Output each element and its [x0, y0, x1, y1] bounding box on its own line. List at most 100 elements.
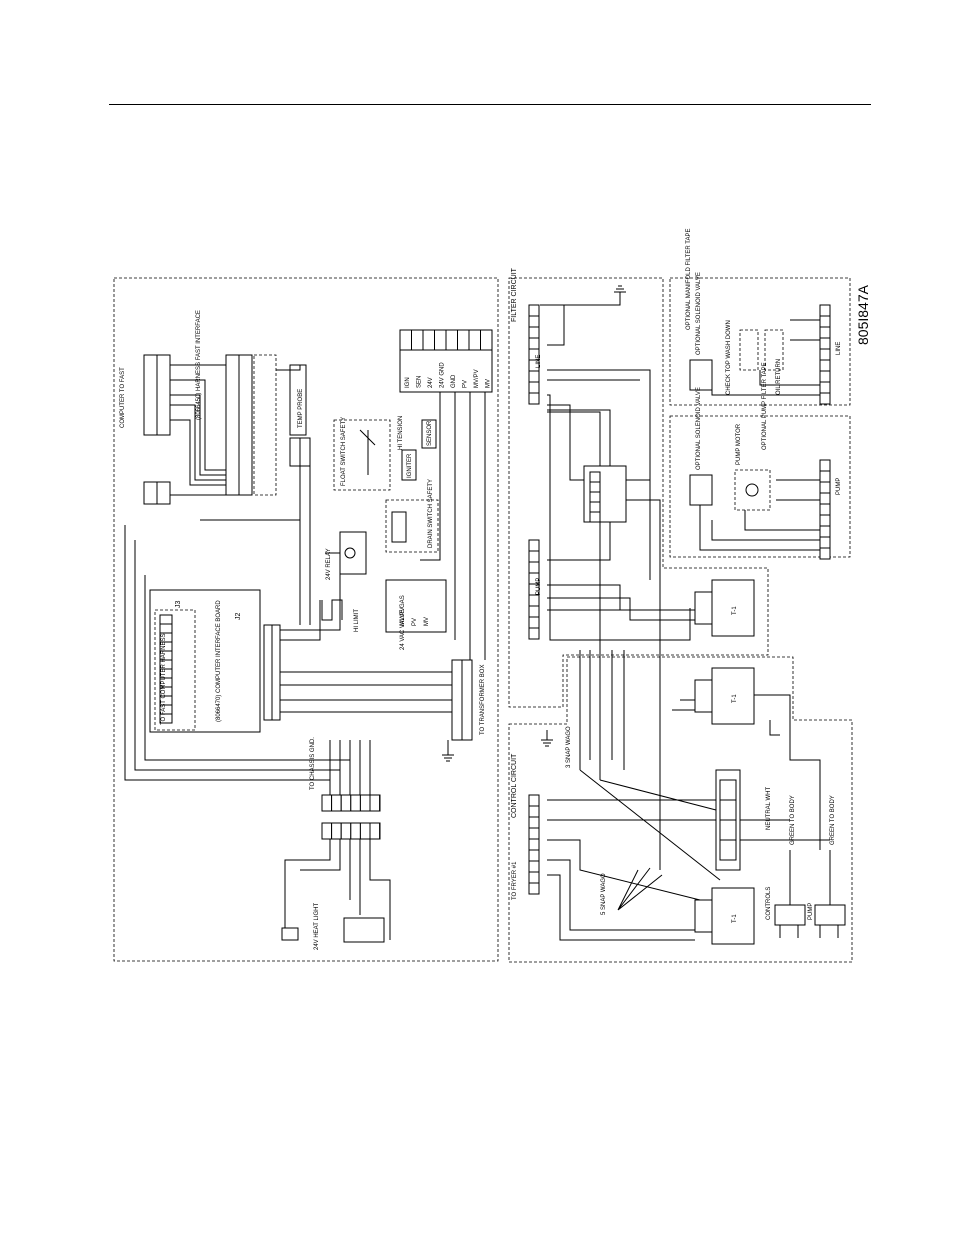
grn-ground: [442, 740, 454, 762]
ignition-terminal: [457, 329, 470, 351]
ignition-terminal-label: MV: [486, 379, 492, 388]
header-rule: [109, 104, 871, 105]
left-bus-wires: [124, 365, 486, 781]
gas-valve-box: [385, 579, 447, 633]
terminal-cell: [819, 525, 831, 538]
terminal-cell: [528, 315, 540, 328]
terminal-cell: [819, 304, 831, 317]
hi-limit-symbol: [321, 599, 343, 621]
controls-label: CONTROLS: [766, 887, 772, 920]
terminal-cell: [589, 481, 601, 493]
terminal-cell: [719, 779, 737, 801]
computer-to-fast-connector: [143, 354, 171, 505]
valve-terminal-label: PV: [412, 618, 418, 626]
terminal-cell: [359, 822, 371, 840]
terminal-cell: [528, 616, 540, 629]
temp-probe-label: TEMP PROBE: [298, 389, 304, 428]
terminal-cell: [819, 547, 831, 560]
terminal-cell: [819, 514, 831, 527]
terminal-cell: [340, 822, 352, 840]
terminal-cell: [819, 481, 831, 494]
chassis-wires: [284, 740, 391, 940]
option-pump-label: PUMP: [836, 478, 842, 495]
terminal-cell: [719, 819, 737, 841]
harness-wires: [170, 364, 226, 496]
drain-switch-contacts: [391, 511, 407, 543]
valve-terminals: MV/PV PV MV: [400, 607, 430, 626]
terminal-cell: [359, 794, 371, 812]
ignition-terminal: [399, 329, 412, 351]
option-line-terminals: [819, 304, 831, 405]
control-circuit-label: CONTROL CIRCUIT: [511, 753, 518, 818]
heat-light-label: 24V HEAT LIGHT: [314, 903, 320, 950]
filter-relay-pins: [589, 471, 601, 523]
terminal-cell: [528, 326, 540, 339]
terminal-cell: [528, 838, 540, 851]
left-panel-border: [113, 277, 499, 962]
terminal-cell: [528, 849, 540, 862]
ignition-terminal: [411, 329, 424, 351]
ignition-terminal-label: GND: [451, 374, 457, 388]
pump-motor-symbol: [745, 483, 759, 497]
valve-terminal-label: MV: [424, 617, 430, 626]
wash-down-label: CHECK TOP WASH DOWN: [726, 320, 732, 395]
pump-motor-box: [734, 469, 771, 511]
snap-wago-3-label: 3 SNAP WAGO: [566, 726, 572, 768]
to-fast-harness-label: TO FAST COMPUTER HARNESS: [161, 634, 167, 725]
board-to-transformer-wires: [280, 545, 452, 713]
drain-switch-box: [385, 499, 439, 553]
green-body-label-2: GREEN TO BODY: [830, 795, 836, 845]
terminal-cell: [589, 501, 601, 513]
terminal-cell: [159, 614, 173, 625]
option-pump-terminals: [819, 459, 831, 560]
terminal-cell: [819, 503, 831, 516]
manifold-tape-label: OPTIONAL MANIFOLD FILTER TAPE: [686, 229, 692, 330]
terminal-cell: [350, 822, 361, 840]
terminal-cell: [819, 326, 831, 339]
igniter-label: IGNITER: [407, 453, 413, 478]
control-switch-contacts: [719, 779, 737, 861]
controls-plug: [774, 850, 806, 938]
terminal-cell: [819, 536, 831, 549]
pump-cord-label: PUMP: [808, 903, 814, 920]
gas-valve-label: 24 VAC VALVE GAS: [400, 595, 406, 650]
terminal-cell: [528, 370, 540, 383]
option-line-label: LINE: [836, 342, 842, 355]
terminal-cell: [819, 370, 831, 383]
terminal-cell: [528, 627, 540, 640]
terminal-cell: [369, 794, 381, 812]
terminal-cell: [321, 822, 333, 840]
valve-terminal-label: MV/PV: [400, 607, 406, 626]
snap-wago-5-label: 5 SNAP WAGO: [601, 873, 607, 915]
board-pins: [159, 614, 173, 724]
j2-label: J2: [235, 613, 242, 621]
terminal-cell: [331, 822, 342, 840]
terminal-cell: [321, 794, 333, 812]
filter-line-label: LINE: [536, 355, 542, 368]
j3-label: J3: [175, 601, 182, 609]
ignition-terminal-label: MV/PV: [474, 369, 480, 388]
harness-connector: [225, 354, 277, 496]
terminal-cell: [528, 871, 540, 884]
neutral-label: NEUTRAL WHT: [766, 787, 772, 830]
terminal-cell: [528, 304, 540, 317]
filter-circuit-border: [508, 277, 769, 708]
ignition-terminal: [445, 329, 458, 351]
filter-line-terminals: [528, 304, 540, 405]
terminal-cell: [719, 839, 737, 861]
float-switch-contact: [359, 429, 376, 475]
relay-label: 24V RELAY: [326, 548, 332, 580]
dump-valve-switch: [739, 329, 759, 371]
terminal-cell: [819, 337, 831, 350]
ignition-terminal-label: 24V GND: [440, 362, 446, 388]
drawing-number: 805I847A: [855, 284, 871, 345]
terminal-cell: [528, 561, 540, 574]
ignition-terminal-label: SEN: [417, 376, 423, 388]
computer-to-fast-label: COMPUTER TO FAST: [120, 367, 126, 428]
terminal-cell: [528, 381, 540, 394]
oil-return-label: OIL RETURN: [776, 359, 782, 395]
pump-filter-tape-label: OPTIONAL PUMP FILTER TAPE: [762, 362, 768, 450]
sensor-box: [421, 419, 437, 449]
chassis-pins: [321, 794, 381, 840]
